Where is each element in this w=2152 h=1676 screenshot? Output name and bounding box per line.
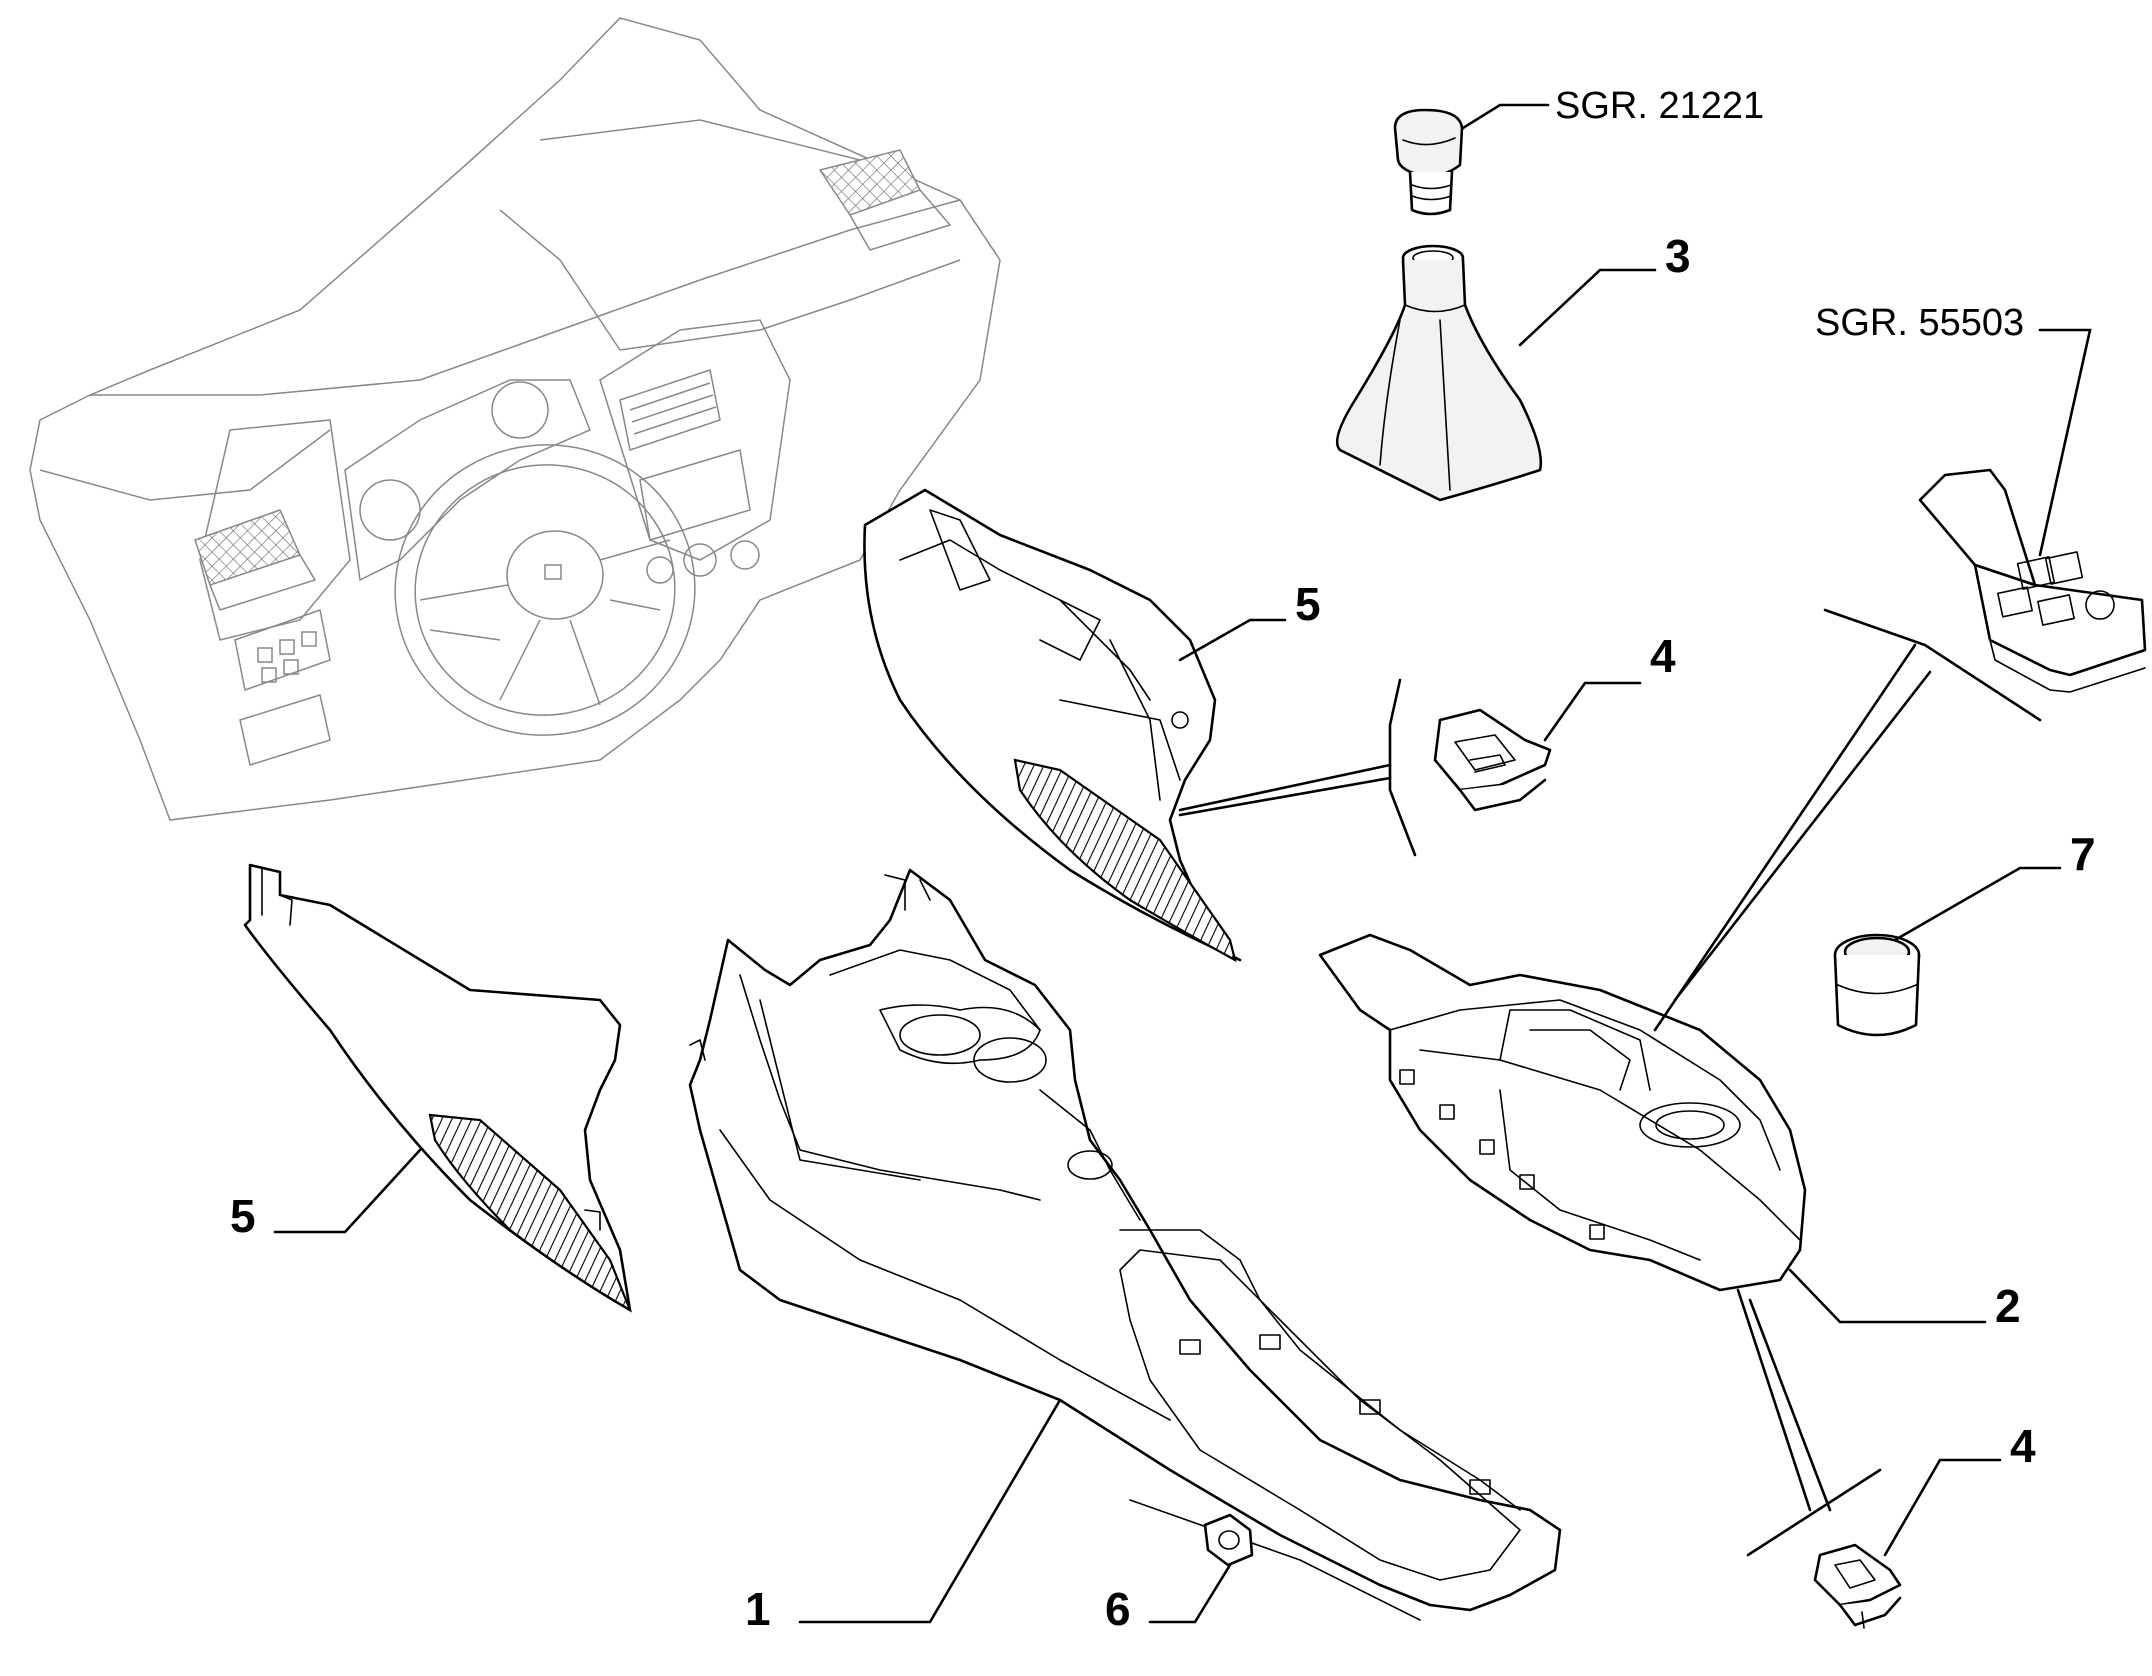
gear-knob: [1393, 108, 1464, 216]
callout-part-2: 2: [1995, 1280, 2021, 1332]
callout-part-7: 7: [2070, 828, 2096, 880]
leader-lines: [273, 103, 2092, 1624]
callout-part-5-upper: 5: [1295, 578, 1321, 630]
callout-part-4-lower: 4: [2010, 1420, 2036, 1472]
window-switch-panel: [1918, 468, 2147, 693]
dashboard-context: [29, 17, 1001, 821]
cup-insert: [1833, 933, 1921, 1037]
clip-upper: [1433, 708, 1552, 812]
nut: [1203, 1513, 1254, 1567]
rear-console: [1318, 933, 1807, 1292]
center-console: [688, 868, 1562, 1621]
callout-ref-knob: SGR. 21221: [1555, 85, 1764, 127]
gear-gaiter: [1335, 244, 1543, 502]
callout-part-1: 1: [745, 1583, 771, 1635]
callout-part-3: 3: [1665, 230, 1691, 282]
side-panel-lower: [243, 863, 633, 1313]
callout-part-4-upper: 4: [1650, 630, 1676, 682]
clip-lower: [1813, 1543, 1902, 1629]
callout-part-5-lower: 5: [230, 1190, 256, 1242]
callout-labels: SGR. 21221 3 SGR. 55503 5 4 7 5 2 4 1 6: [230, 85, 2096, 1635]
callout-ref-switch: SGR. 55503: [1815, 302, 2024, 344]
callout-part-6: 6: [1105, 1583, 1131, 1635]
side-panel-upper: [863, 488, 1242, 963]
